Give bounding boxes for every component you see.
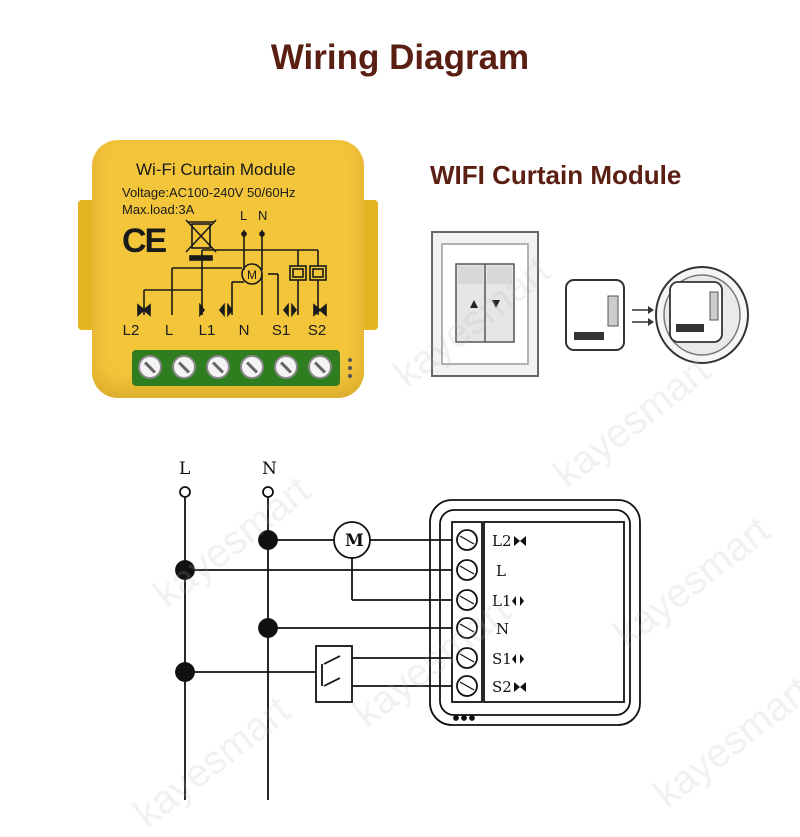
diamond-arrow-icon <box>512 596 524 606</box>
module-max-load: Max.load:3A <box>122 202 195 217</box>
terminal-screw <box>308 355 332 379</box>
terminal-screw <box>206 355 230 379</box>
n-terminal-circle <box>262 486 274 498</box>
module-terminal-label: S1 <box>271 322 291 339</box>
weee-bin-icon <box>185 219 217 253</box>
wall-switch-icon <box>431 231 539 377</box>
schematic-terminal-label: S2 <box>492 678 512 696</box>
section-subtitle: WIFI Curtain Module <box>430 160 682 190</box>
schematic-motor-symbol: M <box>345 531 364 551</box>
inner-label-n: N <box>258 208 267 223</box>
module-terminal-label: L1 <box>198 322 216 339</box>
status-led <box>348 358 352 362</box>
schematic-terminal-label: S1 <box>492 650 512 668</box>
schematic-label-l: L <box>179 459 190 479</box>
bowtie-icon <box>514 682 526 692</box>
terminal-screw <box>138 355 162 379</box>
module-body: Wi-Fi Curtain Module Voltage:AC100-240V … <box>92 140 364 398</box>
terminal-screw <box>240 355 264 379</box>
terminal-block <box>132 350 340 386</box>
module-outline <box>429 499 641 726</box>
module-terminal-label: S2 <box>307 322 327 339</box>
schematic-label-n: N <box>262 459 277 479</box>
diamond-arrow-icon <box>512 654 524 664</box>
module-circuit-drawing: L N M <box>137 208 327 318</box>
curtain-module-photo: Wi-Fi Curtain Module Voltage:AC100-240V … <box>78 140 378 400</box>
module-motor-symbol: M <box>247 268 257 282</box>
page-title: Wiring Diagram <box>270 38 530 77</box>
schematic-terminal-label: N <box>496 620 509 638</box>
module-terminal-label: N <box>238 322 250 339</box>
schematic-terminal-label: L1 <box>492 592 512 610</box>
terminal-screw <box>274 355 298 379</box>
schematic-terminal-label: L2 <box>492 532 512 550</box>
status-led <box>348 366 352 370</box>
terminal-screw <box>172 355 196 379</box>
l-terminal-circle <box>179 486 191 498</box>
inner-label-l: L <box>240 208 247 223</box>
module-name: Wi-Fi Curtain Module <box>136 160 296 179</box>
schematic-terminal-block <box>451 521 483 703</box>
bowtie-icon <box>514 536 526 546</box>
module-voltage: Voltage:AC100-240V 50/60Hz <box>122 185 296 200</box>
module-into-wallbox-icon <box>565 266 749 364</box>
status-led <box>348 374 352 378</box>
module-terminal-label: L2 <box>122 322 140 339</box>
wall-switch-symbol <box>315 645 353 703</box>
module-terminal-label: L <box>164 322 174 339</box>
wiring-schematic: L N M L2 L L1 N S1 S2 <box>175 459 641 800</box>
schematic-terminal-label: L <box>496 562 506 580</box>
ce-mark-icon: CE <box>122 222 167 260</box>
